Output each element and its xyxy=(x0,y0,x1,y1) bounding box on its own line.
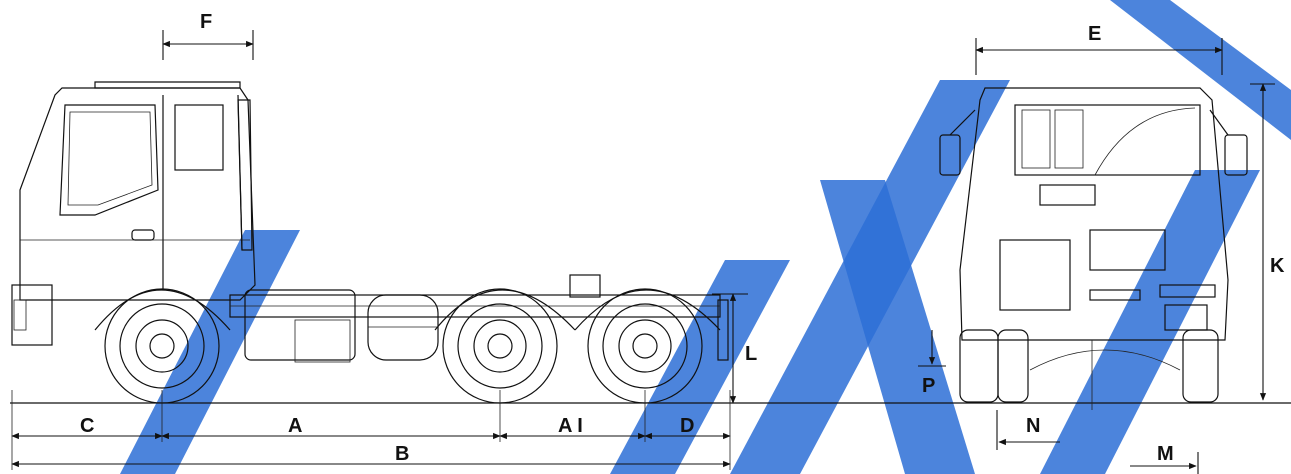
middle-rear-wheel xyxy=(442,288,558,404)
label-b: B xyxy=(395,443,409,465)
front-view-dimensions xyxy=(918,38,1275,474)
label-d: D xyxy=(680,415,694,437)
label-e: E xyxy=(1088,23,1101,45)
label-m: M xyxy=(1157,443,1174,465)
side-view-wheels xyxy=(104,288,703,404)
label-c: C xyxy=(80,415,94,437)
front-view-truck xyxy=(939,87,1248,410)
label-a-i: A I xyxy=(558,415,583,437)
label-l: L xyxy=(745,343,757,365)
label-f: F xyxy=(200,11,212,33)
watermark-logo xyxy=(120,0,1291,474)
label-n: N xyxy=(1026,415,1040,437)
side-view-dimensions xyxy=(11,30,748,470)
last-rear-wheel xyxy=(587,288,703,404)
side-view-truck xyxy=(11,81,729,363)
label-a: A xyxy=(288,415,302,437)
front-wheel xyxy=(104,288,220,404)
label-p: P xyxy=(922,375,935,397)
label-k: K xyxy=(1270,255,1285,277)
